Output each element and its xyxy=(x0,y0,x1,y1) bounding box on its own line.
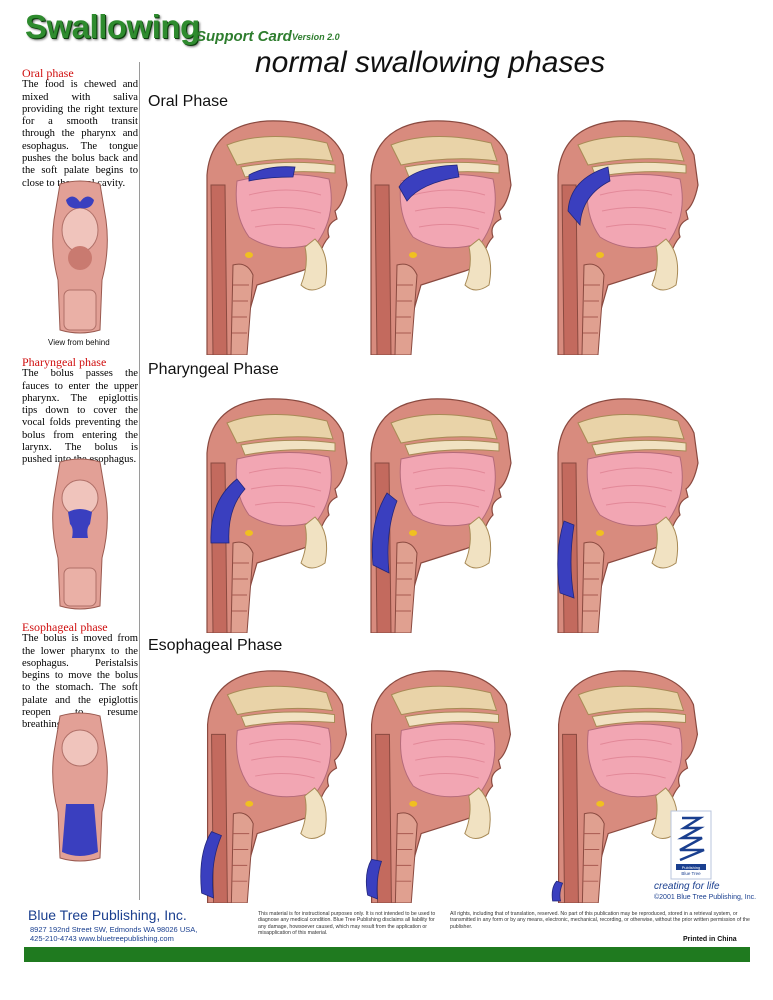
throat-back-view-oral xyxy=(52,180,108,334)
head-section-pharyngeal-1 xyxy=(206,398,348,633)
head-section-pharyngeal-2 xyxy=(370,398,512,633)
column-divider xyxy=(139,62,140,900)
pharyngeal-phase-text: The bolus passes the fauces to enter the… xyxy=(22,368,138,466)
head-section-esophageal-3 xyxy=(551,670,699,903)
footer-green-bar xyxy=(24,947,750,962)
blue-tree-logo: Blue Tree Publishing xyxy=(670,810,712,880)
head-section-pharyngeal-3 xyxy=(557,398,699,633)
oral-phase-text: The food is chewed and mixed with saliva… xyxy=(22,79,138,189)
head-section-esophageal-2 xyxy=(365,670,512,903)
head-section-oral-1 xyxy=(206,120,348,355)
oral-phase-name: Oral phase xyxy=(22,66,74,80)
row-label-oral: Oral Phase xyxy=(148,93,229,110)
copyright-line: ©2001 Blue Tree Publishing, Inc. xyxy=(654,894,757,901)
view-caption: View from behind xyxy=(48,338,110,347)
main-heading: normal swallowing phases xyxy=(255,46,606,79)
disclaimer-text: This material is for instructional purpo… xyxy=(258,911,436,936)
throat-back-view-esophageal xyxy=(52,712,108,862)
publisher-contact: 425-210-4743 www.bluetreepublishing.com xyxy=(30,934,174,943)
head-section-oral-2 xyxy=(370,120,512,355)
head-section-esophageal-1 xyxy=(200,670,348,903)
pharyngeal-phase-name: Pharyngeal phase xyxy=(22,355,107,369)
row-label-pharyngeal: Pharyngeal Phase xyxy=(148,361,279,378)
esophageal-phase-name: Esophageal phase xyxy=(22,620,108,634)
throat-back-view-pharyngeal xyxy=(52,458,108,610)
oral-description: Oral phase The food is chewed and mixed … xyxy=(22,67,138,190)
rights-text: All rights, including that of translatio… xyxy=(450,911,750,930)
card-title: Swallowing xyxy=(25,8,200,45)
logo-subtext: Publishing xyxy=(682,865,700,870)
version-label: Version 2.0 xyxy=(292,32,340,42)
pharyngeal-description: Pharyngeal phase The bolus passes the fa… xyxy=(22,356,138,467)
publisher-name: Blue Tree Publishing, Inc. xyxy=(28,907,187,923)
row-label-esophageal: Esophageal Phase xyxy=(148,637,283,654)
publisher-address: 8927 192nd Street SW, Edmonds WA 98026 U… xyxy=(30,925,198,934)
logo-text: Blue Tree xyxy=(681,871,701,876)
printed-in-label: Printed in China xyxy=(683,936,737,943)
logo-tagline: creating for life xyxy=(654,881,720,892)
head-section-oral-3 xyxy=(557,120,699,355)
card-subtitle: Support Card xyxy=(196,28,292,45)
